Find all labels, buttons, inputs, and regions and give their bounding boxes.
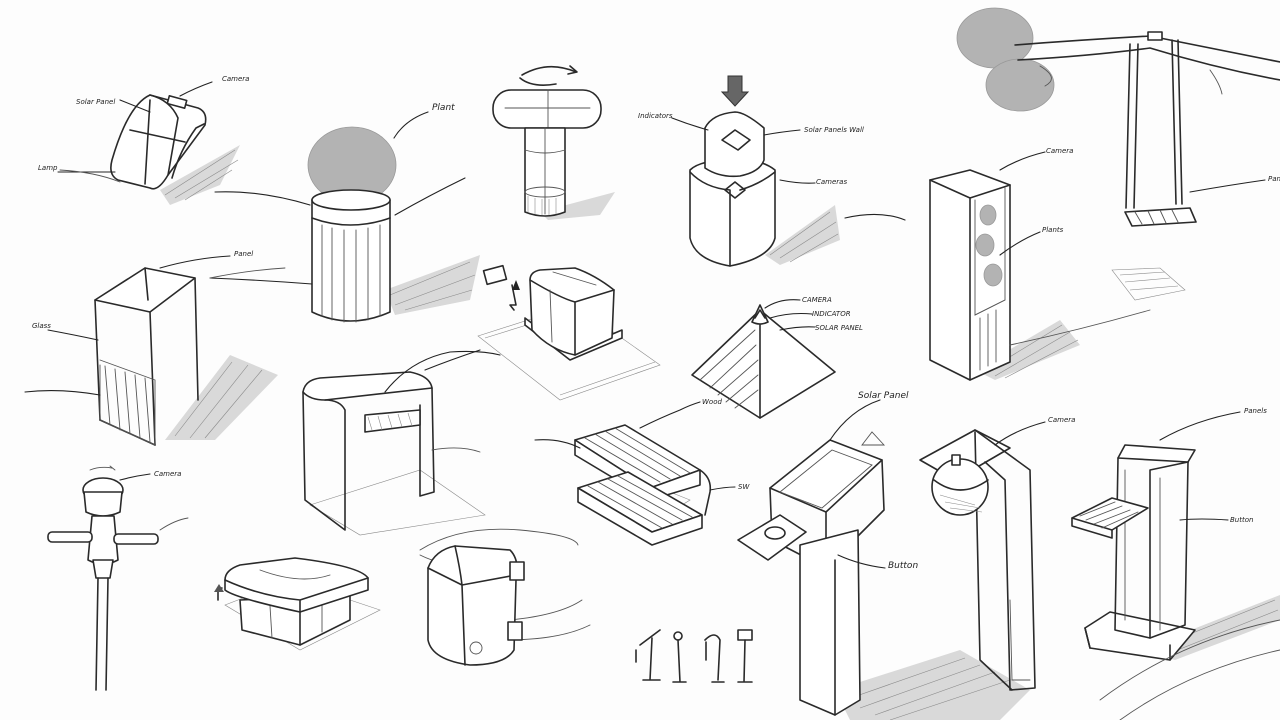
label-solar-panel-kiosk: Solar Panel (858, 391, 909, 401)
label-camera-top-left: Camera (222, 75, 249, 83)
label-plants: Plants (1042, 226, 1064, 234)
label-camera-pole: Camera (154, 470, 181, 478)
hanging-sphere-kiosk-sketch: Camera (919, 416, 1075, 691)
mini-pole-variants (635, 629, 753, 683)
ground-hatching (1099, 619, 1280, 720)
label-cameras: Cameras (816, 178, 847, 186)
plant-cylinder-sketch: Plant (209, 103, 480, 323)
glass-shelter-sketch: Panel Glass (24, 250, 286, 446)
label-lamp-top-left: Lamp (38, 164, 58, 172)
tree-foliage-bottom (985, 58, 1055, 112)
camera-pole-sketch: Camera (47, 465, 189, 691)
label-solar-panel-top-left: Solar Panel (76, 98, 115, 106)
label-pyramid-solar-panel: SOLAR PANEL (815, 324, 863, 332)
label-panel-swing: Panel (1268, 175, 1280, 183)
solar-box-pedestal-sketch (424, 264, 661, 401)
tree-swing-sketch: Panel (956, 7, 1280, 301)
panel-kiosk-right-sketch: Panels Button (1071, 407, 1280, 661)
label-wood: Wood (702, 398, 722, 406)
down-arrow-icon (720, 75, 750, 107)
label-glass: Glass (32, 322, 51, 330)
camera-cube-sketch: Indicators Solar Panels Wall Cameras (638, 75, 906, 267)
label-button-right: Button (1230, 516, 1253, 524)
label-button-kiosk: Button (888, 561, 918, 571)
label-plant: Plant (432, 103, 455, 113)
label-pyramid-camera: CAMERA (802, 296, 832, 304)
label-solar-panels-wall: Solar Panels Wall (804, 126, 864, 134)
t-shaped-camera-sketch (492, 65, 615, 220)
plant-tower-sketch: Camera Plants (929, 147, 1151, 381)
label-bench-side: SW (738, 483, 750, 491)
solar-kiosk-sketch: Solar Panel Button (737, 391, 1030, 720)
slatted-bench-sketch: Wood SW (534, 398, 750, 546)
label-camera-kiosk: Camera (1048, 416, 1075, 424)
label-panels-kiosk: Panels (1244, 407, 1267, 415)
ring-mounted-box-sketch (419, 528, 591, 666)
label-panel-shelter: Panel (234, 250, 253, 258)
label-camera-tower: Camera (1046, 147, 1073, 155)
curved-solar-device-sketch: Solar Panel Camera Lamp (38, 75, 249, 205)
pyramid-solar-sketch: CAMERA INDICATOR SOLAR PANEL (691, 296, 863, 419)
arch-table-sketch (302, 350, 501, 536)
label-pyramid-indicator: INDICATOR (812, 310, 851, 318)
flat-box-sketch (214, 557, 381, 651)
label-indicators: Indicators (638, 112, 673, 120)
